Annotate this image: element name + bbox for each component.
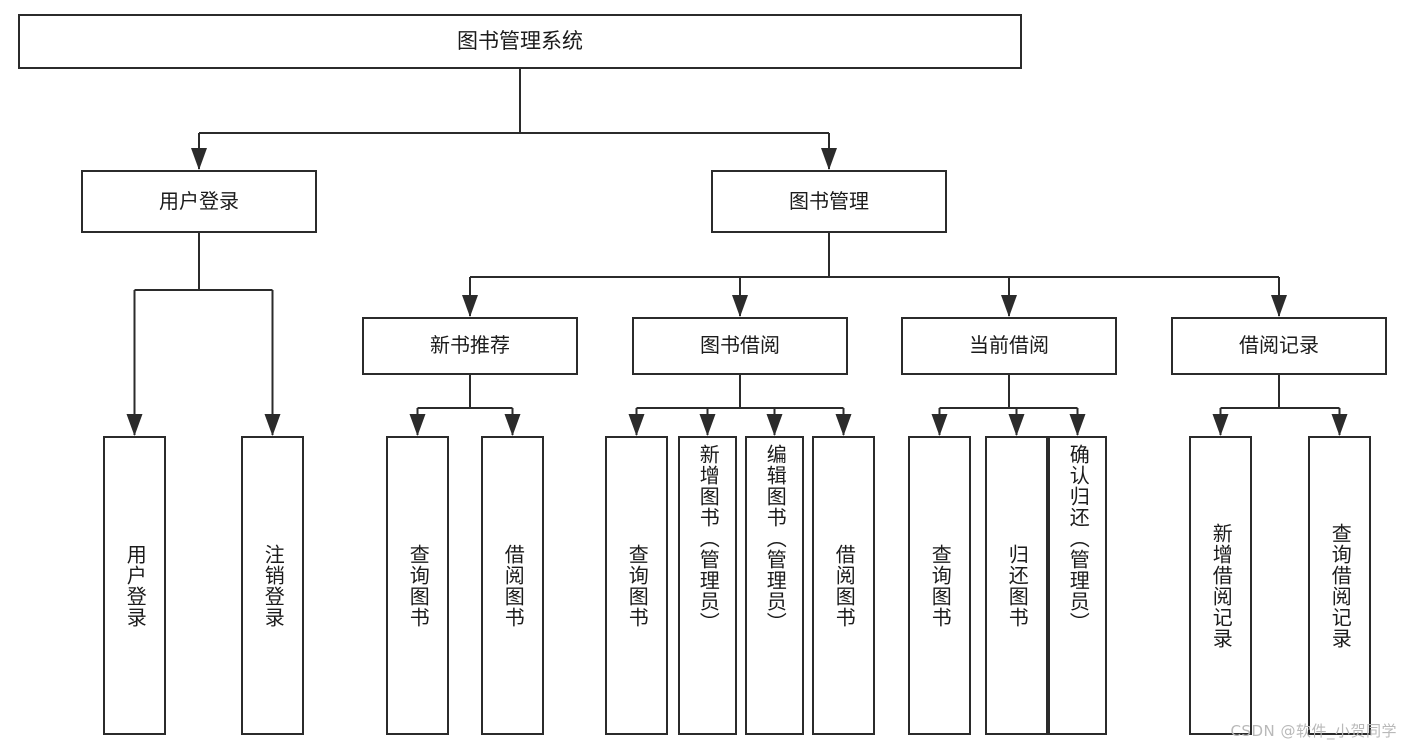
node-label: 用户登录 (159, 188, 239, 213)
node-f8[interactable]: 借阅图书 (812, 436, 875, 735)
node-f2[interactable]: 注销登录 (241, 436, 304, 735)
node-l3d[interactable]: 借阅记录 (1171, 317, 1387, 375)
node-label: 借阅图书 (832, 543, 857, 628)
node-label: 新增图书（管理员） (696, 444, 721, 633)
node-label: 借阅记录 (1239, 333, 1319, 358)
node-label: 编辑图书（管理员） (763, 444, 788, 633)
node-f3[interactable]: 查询图书 (386, 436, 449, 735)
node-l2b[interactable]: 图书管理 (711, 170, 947, 233)
node-label: 查询图书 (406, 543, 431, 628)
node-l3a[interactable]: 新书推荐 (362, 317, 578, 375)
node-label: 新增借阅记录 (1209, 522, 1234, 649)
node-f1[interactable]: 用户登录 (103, 436, 166, 735)
node-label: 图书借阅 (700, 333, 780, 358)
node-label: 查询图书 (625, 543, 650, 628)
node-f9[interactable]: 查询图书 (908, 436, 971, 735)
node-l3c[interactable]: 当前借阅 (901, 317, 1117, 375)
node-f10[interactable]: 归还图书 (985, 436, 1048, 735)
node-f7[interactable]: 编辑图书（管理员） (745, 436, 804, 735)
node-label: 当前借阅 (969, 333, 1049, 358)
node-l3b[interactable]: 图书借阅 (632, 317, 848, 375)
node-label: 查询借阅记录 (1328, 522, 1353, 649)
node-label: 用户登录 (123, 543, 148, 628)
node-f13[interactable]: 查询借阅记录 (1308, 436, 1371, 735)
node-f6[interactable]: 新增图书（管理员） (678, 436, 737, 735)
node-f4[interactable]: 借阅图书 (481, 436, 544, 735)
node-root[interactable]: 图书管理系统 (18, 14, 1022, 69)
node-f12[interactable]: 新增借阅记录 (1189, 436, 1252, 735)
node-label: 查询图书 (928, 543, 953, 628)
node-label: 图书管理 (789, 188, 869, 213)
node-f11[interactable]: 确认归还（管理员） (1048, 436, 1107, 735)
node-f5[interactable]: 查询图书 (605, 436, 668, 735)
node-l2a[interactable]: 用户登录 (81, 170, 317, 233)
node-label: 确认归还（管理员） (1066, 444, 1091, 633)
node-label: 注销登录 (261, 543, 286, 628)
node-label: 归还图书 (1005, 543, 1030, 628)
node-label: 借阅图书 (501, 543, 526, 628)
node-label: 图书管理系统 (457, 29, 583, 54)
node-label: 新书推荐 (430, 333, 510, 358)
